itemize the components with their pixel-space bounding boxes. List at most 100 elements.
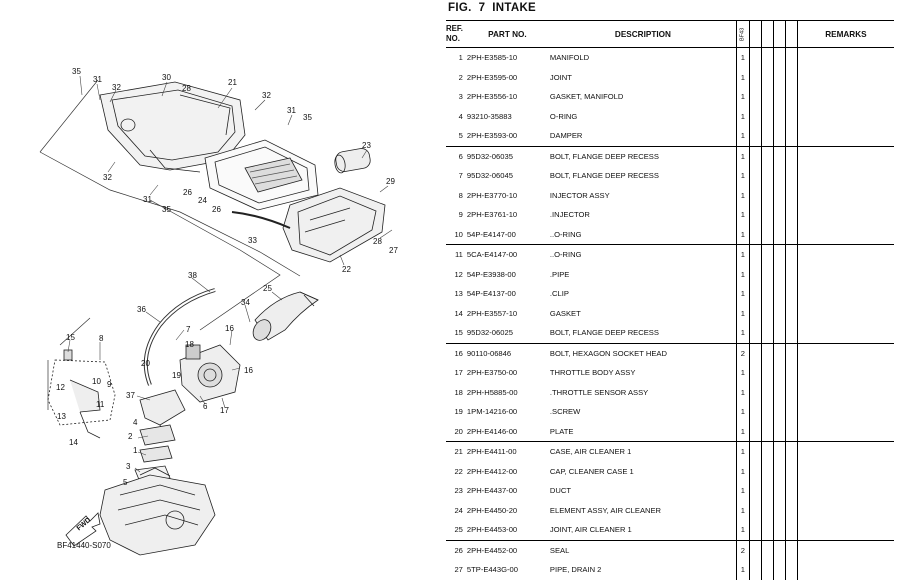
- callout: 32: [103, 173, 112, 182]
- description-cell: ELEMENT ASSY, AIR CLEANER: [549, 505, 662, 515]
- part-no-cell: 2PH-E3750-00: [466, 368, 518, 378]
- blank-cell: [785, 520, 798, 540]
- blank-cell: [749, 363, 762, 383]
- header-blank-col: [773, 20, 786, 48]
- ref-no-cell: 12: [454, 269, 463, 279]
- ref-no-cell: 4: [458, 111, 463, 121]
- blank-cell: [773, 363, 786, 383]
- diagram-drawing: [39, 75, 393, 556]
- description-cell: JOINT: [549, 72, 572, 82]
- callout: 11: [96, 400, 105, 409]
- part-no-cell: 5CA-E4147-00: [466, 244, 548, 265]
- blank-cell: [749, 284, 762, 304]
- blank-cell: [785, 539, 798, 560]
- callout: 1: [133, 446, 138, 455]
- description-cell: O-RING: [549, 111, 578, 121]
- ref-no-cell: 24: [454, 505, 463, 515]
- ref-no-cell: 27: [454, 565, 463, 575]
- blank-cell: [773, 539, 786, 560]
- blank-cell: [773, 67, 786, 87]
- qty-cell: 1: [735, 461, 750, 481]
- blank-cell: [749, 67, 762, 87]
- blank-cell: [749, 145, 762, 166]
- remarks-cell: [797, 501, 894, 521]
- callout: 15: [66, 333, 75, 342]
- callout: 31: [93, 75, 102, 84]
- ref-no-cell: 25: [454, 525, 463, 535]
- description-cell: INJECTOR ASSY: [549, 190, 610, 200]
- description-cell: DAMPER: [549, 131, 583, 141]
- callout: 28: [182, 84, 191, 93]
- blank-cell: [773, 441, 786, 462]
- remarks-cell: [797, 323, 894, 343]
- figure-title: FIG. 7 INTAKE: [448, 2, 536, 14]
- blank-cell: [785, 47, 798, 68]
- air-cleaner-case: [99, 81, 246, 173]
- description-cell: BOLT, FLANGE DEEP RECESS: [547, 145, 737, 166]
- description-cell: CASE, AIR CLEANER 1: [547, 441, 737, 462]
- blank-cell: [749, 47, 762, 68]
- blank-cell: [761, 87, 774, 107]
- blank-cell: [785, 382, 798, 402]
- blank-cell: [761, 145, 774, 166]
- blank-cell: [773, 323, 786, 343]
- blank-cell: [749, 520, 762, 540]
- qty-cell: 1: [735, 205, 750, 225]
- ref-no-cell: 3: [458, 92, 463, 102]
- callout: 16: [225, 324, 234, 333]
- callout: 9: [107, 380, 112, 389]
- blank-cell: [785, 303, 798, 323]
- blank-cell: [749, 224, 762, 245]
- callout: 29: [386, 177, 395, 186]
- ref-no-cell: 22: [454, 466, 463, 476]
- description-cell: PLATE: [549, 426, 574, 436]
- blank-cell: [761, 166, 774, 186]
- blank-cell: [773, 205, 786, 225]
- remarks-cell: [797, 383, 894, 403]
- callout: 27: [389, 246, 398, 255]
- description-cell: BOLT, HEXAGON SOCKET HEAD: [547, 342, 737, 363]
- ref-no-cell: 21: [446, 441, 467, 462]
- header-part-no: PART NO.: [466, 20, 548, 48]
- blank-cell: [773, 500, 786, 520]
- description-cell: DUCT: [549, 486, 571, 496]
- blank-cell: [761, 244, 774, 265]
- part-no-cell: 2PH-E3761-10: [466, 210, 518, 220]
- blank-cell: [761, 264, 774, 284]
- blank-cell: [761, 284, 774, 304]
- blank-cell: [785, 106, 798, 126]
- qty-cell: 2: [735, 342, 750, 363]
- ref-no-cell: 14: [454, 308, 463, 318]
- fwd-arrow: [65, 512, 101, 547]
- callout: 17: [220, 406, 229, 415]
- part-no-cell: 2PH-E4412-00: [466, 466, 518, 476]
- callout: 37: [126, 391, 135, 400]
- remarks-cell: [797, 145, 894, 166]
- blank-cell: [749, 205, 762, 225]
- ref-no-cell: 6: [446, 145, 467, 166]
- ref-no-cell: 23: [454, 486, 463, 496]
- blank-cell: [761, 461, 774, 481]
- blank-cell: [761, 185, 774, 205]
- callout: 2: [128, 432, 133, 441]
- figure-name: INTAKE: [492, 2, 537, 14]
- qty-cell: 1: [735, 303, 750, 323]
- part-no-cell: 95D32-06025: [466, 328, 513, 338]
- header-description: DESCRIPTION: [547, 20, 737, 48]
- air-filter-element: [204, 139, 319, 211]
- qty-cell: 1: [735, 402, 750, 422]
- blank-cell: [749, 264, 762, 284]
- qty-cell: 1: [735, 323, 750, 343]
- ref-no-cell: 18: [454, 387, 463, 397]
- remarks-cell: [797, 304, 894, 324]
- callout: 7: [186, 325, 191, 334]
